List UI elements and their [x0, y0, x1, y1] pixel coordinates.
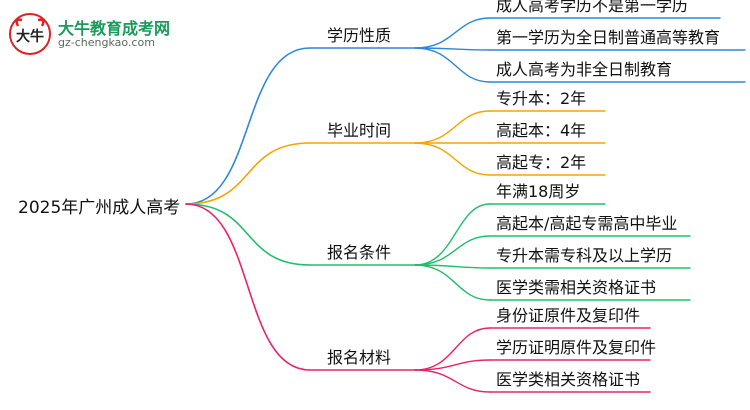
branch-label: 毕业时间	[327, 121, 392, 140]
leaf-connector	[414, 110, 491, 144]
branch-label: 报名材料	[327, 348, 392, 367]
leaf-label: 成人高考学历不是第一学历	[496, 0, 689, 15]
branch-label: 学历性质	[327, 26, 392, 45]
leaf-connector	[414, 369, 491, 393]
leaf-connector	[414, 47, 491, 51]
leaf-connector	[414, 264, 491, 269]
branch-label: 报名条件	[327, 243, 392, 262]
leaf-connector	[414, 327, 491, 371]
branch-connector	[185, 47, 311, 205]
logo-title: 大牛教育成考网	[58, 19, 171, 38]
leaf-connector	[414, 264, 491, 301]
leaf-label: 医学类需相关资格证书	[496, 278, 657, 297]
site-logo: 大牛 大牛教育成考网 gz-chengkao.com	[8, 12, 178, 56]
leaf-connector	[414, 203, 491, 266]
leaf-label: 医学类相关资格证书	[496, 370, 641, 389]
branch-connector	[185, 142, 311, 205]
bull-logo-icon: 大牛	[9, 13, 51, 55]
leaf-label: 专升本：2年	[496, 89, 587, 108]
leaf-label: 身份证原件及复印件	[496, 306, 641, 325]
leaf-label: 专升本需专科及以上学历	[496, 246, 673, 265]
leaf-label: 第一学历为全日制普通高等教育	[496, 28, 721, 47]
leaf-connector	[414, 142, 491, 176]
leaf-label: 高起专：2年	[496, 153, 587, 172]
leaf-connector	[414, 235, 491, 266]
leaf-connector	[414, 17, 491, 49]
logo-url: gz-chengkao.com	[58, 36, 155, 49]
logo-mark-text: 大牛	[16, 28, 44, 45]
leaf-label: 学历证明原件及复印件	[496, 338, 657, 357]
leaf-label: 年满18周岁	[496, 182, 581, 201]
branch-connector	[185, 203, 311, 266]
leaf-connector	[414, 359, 491, 371]
leaf-label: 成人高考为非全日制教育	[496, 60, 673, 79]
leaf-connector	[414, 47, 491, 83]
branch-connector	[185, 203, 311, 371]
leaf-label: 高起本：4年	[496, 121, 587, 140]
leaf-label: 高起本/高起专需高中毕业	[496, 214, 678, 233]
mindmap-root: 2025年广州成人高考	[18, 198, 181, 218]
